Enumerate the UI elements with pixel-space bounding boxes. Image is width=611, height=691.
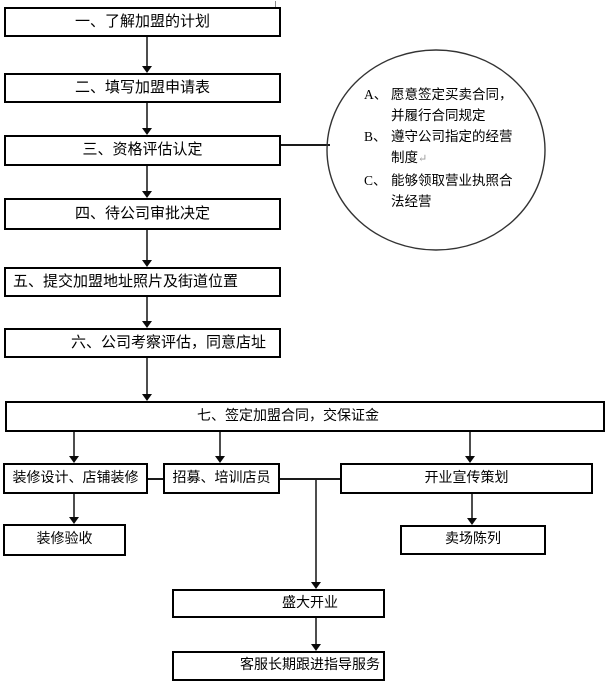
arrow-head (141, 260, 152, 267)
connector-decoration-to-recruitment (148, 478, 163, 480)
flow-step-2-box: 二、填写加盟申请表 (4, 73, 281, 103)
branch-decoration-box: 装修设计、店铺装修 (3, 463, 148, 494)
branch-recruitment-label: 招募、培训店员 (172, 470, 271, 486)
note-text: 法经营 (391, 194, 432, 209)
note-line-a2: 并履行合同规定 (364, 105, 544, 126)
sub-acceptance-box: 装修验收 (3, 524, 126, 556)
branch-decoration-label: 装修设计、店铺装修 (12, 470, 139, 486)
arrow-step2-to-step3 (141, 103, 153, 135)
note-text: 愿意签定买卖合同， (391, 87, 513, 102)
arrow-shaft (315, 618, 317, 645)
arrow-decoration-to-acceptance (68, 494, 80, 524)
flow-step-5-label: 五、提交加盟地址照片及街道位置 (13, 273, 239, 290)
flow-step-4-box: 四、待公司审批决定 (4, 198, 281, 230)
arrow-shaft (73, 432, 75, 457)
branch-promotion-box: 开业宣传策划 (340, 463, 593, 494)
flow-step-6-box: 六、公司考察评估，同意店址 (4, 328, 281, 358)
arrow-head (214, 456, 225, 463)
arrow-head (141, 321, 152, 328)
arrow-head (310, 644, 321, 651)
flow-step-3-label: 三、资格评估认定 (82, 142, 203, 158)
arrow-promotion-to-display (466, 494, 478, 525)
arrow-step7-to-promotion (464, 432, 476, 463)
qualification-note: A、愿意签定买卖合同， 并履行合同规定 B、遵守公司指定的经营 制度↵ C、能够… (364, 84, 544, 212)
note-text: 制度 (391, 150, 418, 165)
note-line-a1: A、愿意签定买卖合同， (364, 84, 544, 105)
stray-tick-mark (275, 1, 276, 7)
note-line-b1: B、遵守公司指定的经营 (364, 126, 544, 147)
arrow-shaft (73, 494, 75, 518)
note-text: 并履行合同规定 (391, 108, 486, 123)
arrow-shaft (146, 297, 148, 322)
arrow-head (141, 128, 152, 135)
note-label-b: B、 (364, 129, 387, 144)
note-label-c: C、 (364, 173, 387, 188)
note-line-c2: 法经营 (364, 191, 544, 212)
flow-step-1-box: 一、了解加盟的计划 (4, 7, 281, 37)
arrow-head (68, 456, 79, 463)
arrow-head (310, 582, 321, 589)
flow-step-7-box: 七、签定加盟合同，交保证金 (5, 401, 605, 432)
arrow-shaft (219, 432, 221, 457)
arrow-step6-to-step7 (141, 358, 153, 401)
note-text: 能够领取营业执照合 (391, 173, 513, 188)
arrow-shaft (469, 432, 471, 457)
note-text: 遵守公司指定的经营 (391, 129, 513, 144)
arrow-connector-to-opening (310, 479, 322, 589)
arrow-head (141, 394, 152, 401)
arrow-shaft (146, 103, 148, 129)
sub-display-label: 卖场陈列 (445, 532, 501, 547)
final-service-label: 客服长期跟进指导服务 (240, 658, 380, 673)
connector-step3-to-circle (281, 144, 330, 146)
final-opening-box: 盛大开业 (172, 589, 385, 618)
flow-step-1-label: 一、了解加盟的计划 (74, 13, 210, 30)
arrow-shaft (146, 358, 148, 395)
final-service-box: 客服长期跟进指导服务 (172, 651, 385, 681)
note-line-b2: 制度↵ (364, 147, 544, 170)
arrow-step7-to-recruitment (214, 432, 226, 463)
arrow-step3-to-step4 (141, 166, 153, 198)
flow-step-7-label: 七、签定加盟合同，交保证金 (197, 408, 379, 424)
flow-step-2-label: 二、填写加盟申请表 (74, 79, 210, 96)
flow-step-3-box: 三、资格评估认定 (4, 135, 281, 166)
flow-step-4-label: 四、待公司审批决定 (74, 205, 210, 222)
flow-step-5-box: 五、提交加盟地址照片及街道位置 (4, 267, 281, 297)
arrow-shaft (146, 37, 148, 67)
arrow-head (464, 456, 475, 463)
arrow-head (141, 66, 152, 73)
arrow-head (466, 518, 477, 525)
arrow-shaft (146, 230, 148, 261)
arrow-head (141, 191, 152, 198)
flow-step-6-label: 六、公司考察评估，同意店址 (70, 334, 266, 351)
arrow-shaft (315, 479, 317, 583)
arrow-shaft (471, 494, 473, 519)
arrow-step4-to-step5 (141, 230, 153, 267)
arrow-step5-to-step6 (141, 297, 153, 328)
qualification-circle (326, 49, 546, 251)
final-opening-label: 盛大开业 (282, 595, 338, 611)
branch-recruitment-box: 招募、培训店员 (163, 463, 280, 494)
arrow-shaft (146, 166, 148, 192)
note-label-a: A、 (364, 87, 388, 102)
note-line-c1: C、能够领取营业执照合 (364, 170, 544, 191)
arrow-head (68, 517, 79, 524)
sub-display-box: 卖场陈列 (400, 525, 546, 555)
paragraph-return-mark: ↵ (418, 153, 428, 165)
branch-promotion-label: 开业宣传策划 (424, 470, 509, 486)
arrow-step7-to-decoration (68, 432, 80, 463)
sub-acceptance-label: 装修验收 (36, 532, 93, 547)
connector-recruitment-to-promotion (280, 478, 340, 480)
arrow-opening-to-service (310, 618, 322, 651)
arrow-step1-to-step2 (141, 37, 153, 73)
